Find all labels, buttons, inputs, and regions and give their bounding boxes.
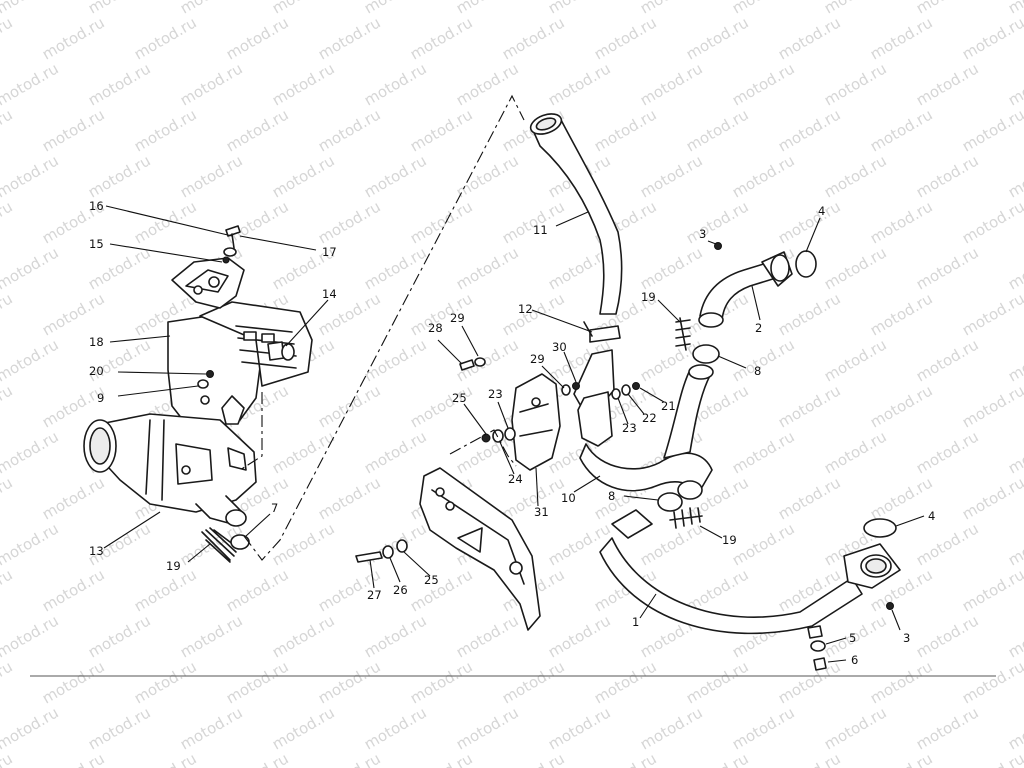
callout-19: 19 <box>722 533 737 547</box>
gasket-4-bottom <box>863 518 897 538</box>
callout-29: 29 <box>530 352 545 366</box>
callout-26: 26 <box>393 583 408 597</box>
spring-19-left <box>201 527 239 563</box>
hardware-27-26-25 <box>355 539 408 563</box>
callout-4: 4 <box>818 204 825 218</box>
gasket-8-top <box>692 344 720 364</box>
callout-18: 18 <box>89 335 104 349</box>
callout-17: 17 <box>322 245 337 259</box>
callout-19: 19 <box>641 290 656 304</box>
nut-6 <box>813 657 827 671</box>
callout-19: 19 <box>166 559 181 573</box>
callout-3: 3 <box>903 631 910 645</box>
clamp-12 <box>583 321 621 343</box>
callout-2: 2 <box>755 321 762 335</box>
callout-23: 23 <box>622 421 637 435</box>
gasket-4-top <box>795 250 817 278</box>
washer-15 <box>222 247 237 264</box>
callout-25: 25 <box>452 391 467 405</box>
spacer-14 <box>267 341 295 361</box>
callout-6: 6 <box>851 653 858 667</box>
header-pipe-1 <box>599 509 901 639</box>
muffler-body <box>83 413 257 527</box>
callout-1: 1 <box>632 615 639 629</box>
spring-19-mid <box>675 317 691 351</box>
callout-labels: 1 2 3 3 4 4 5 6 7 8 8 9 10 11 12 13 14 1… <box>89 199 935 667</box>
hardware-25-24-23 <box>481 427 516 443</box>
callout-21: 21 <box>661 399 676 413</box>
spring-19-right <box>669 507 703 529</box>
leader-lines <box>103 205 925 663</box>
washer-9 <box>197 379 209 389</box>
footrest-bracket <box>419 467 541 631</box>
muffler-heat-shield <box>167 301 313 429</box>
header-pipe-2 <box>698 242 793 328</box>
callout-23: 23 <box>488 387 503 401</box>
callout-3: 3 <box>699 227 706 241</box>
callout-24: 24 <box>508 472 523 486</box>
callout-11: 11 <box>533 223 548 237</box>
callout-7: 7 <box>271 501 278 515</box>
callout-14: 14 <box>322 287 337 301</box>
washer-5 <box>810 640 826 652</box>
gasket-7 <box>230 534 250 550</box>
callout-28: 28 <box>428 321 443 335</box>
callout-20: 20 <box>89 364 104 378</box>
callout-31: 31 <box>534 505 549 519</box>
exhaust-heat-shield-31 <box>511 373 561 471</box>
callout-29: 29 <box>450 311 465 325</box>
front-pipe-11 <box>529 113 623 315</box>
callout-10: 10 <box>561 491 576 505</box>
gasket-8-bottom <box>657 492 683 512</box>
callout-9: 9 <box>97 391 104 405</box>
callout-16: 16 <box>89 199 104 213</box>
muffler-top-bracket <box>171 257 245 309</box>
bolt-16 <box>225 225 241 249</box>
nut-20 <box>206 370 214 378</box>
callout-27: 27 <box>367 588 382 602</box>
callout-13: 13 <box>89 544 104 558</box>
callout-8: 8 <box>608 489 615 503</box>
callout-4: 4 <box>928 509 935 523</box>
hardware-28-29 <box>459 357 486 371</box>
callout-25: 25 <box>424 573 439 587</box>
callout-5: 5 <box>849 631 856 645</box>
callout-15: 15 <box>89 237 104 251</box>
callout-22: 22 <box>642 411 657 425</box>
callout-12: 12 <box>518 302 533 316</box>
collector-pipe-10 <box>573 349 714 500</box>
callout-30: 30 <box>552 340 567 354</box>
hardware-21-22-23 <box>611 382 640 400</box>
callout-8: 8 <box>754 364 761 378</box>
